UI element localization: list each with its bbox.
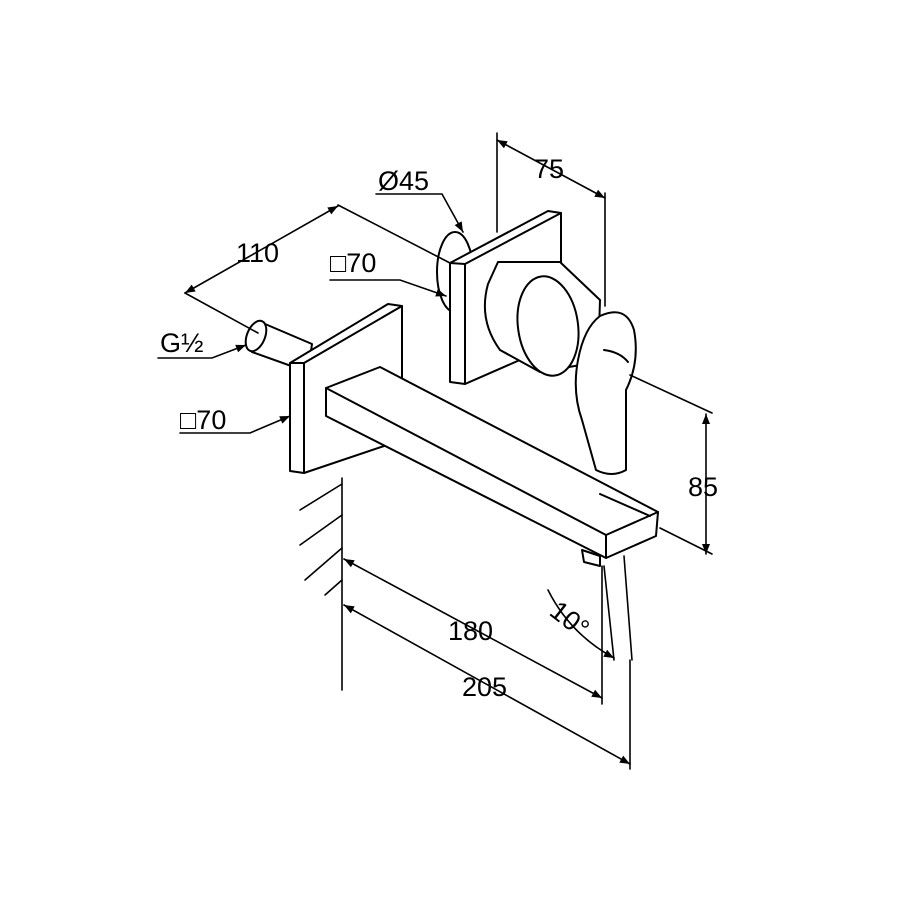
dimension-sq-70-lower: □70	[179, 405, 291, 435]
dia-45-label: Ø45	[378, 166, 429, 196]
dimension-sq-70-upper: □70	[329, 248, 447, 297]
sq-70-lower-label: □70	[180, 405, 226, 435]
dimension-110: 110	[184, 204, 451, 334]
dim-110-label: 110	[236, 238, 279, 268]
dim-205-label: 205	[462, 672, 507, 702]
angle-10-label: 10°	[544, 595, 595, 644]
dim-85-label: 85	[688, 472, 718, 502]
dimension-205: 205	[343, 604, 631, 770]
mixer-body	[483, 261, 601, 377]
dimension-75: 75	[496, 132, 606, 307]
spout	[325, 366, 659, 567]
sq-70-upper-label: □70	[330, 248, 376, 278]
thread-label: G½	[160, 328, 204, 358]
dimension-85: 85	[629, 374, 718, 555]
dim-75-label: 75	[534, 154, 564, 184]
lever-handle	[574, 311, 637, 475]
dimension-dia-45: Ø45	[375, 166, 464, 233]
dimension-angle-10: 10°	[544, 555, 633, 661]
wall-hatching	[299, 477, 343, 691]
dim-180-label: 180	[448, 616, 493, 646]
dimension-thread: G½	[157, 328, 247, 359]
